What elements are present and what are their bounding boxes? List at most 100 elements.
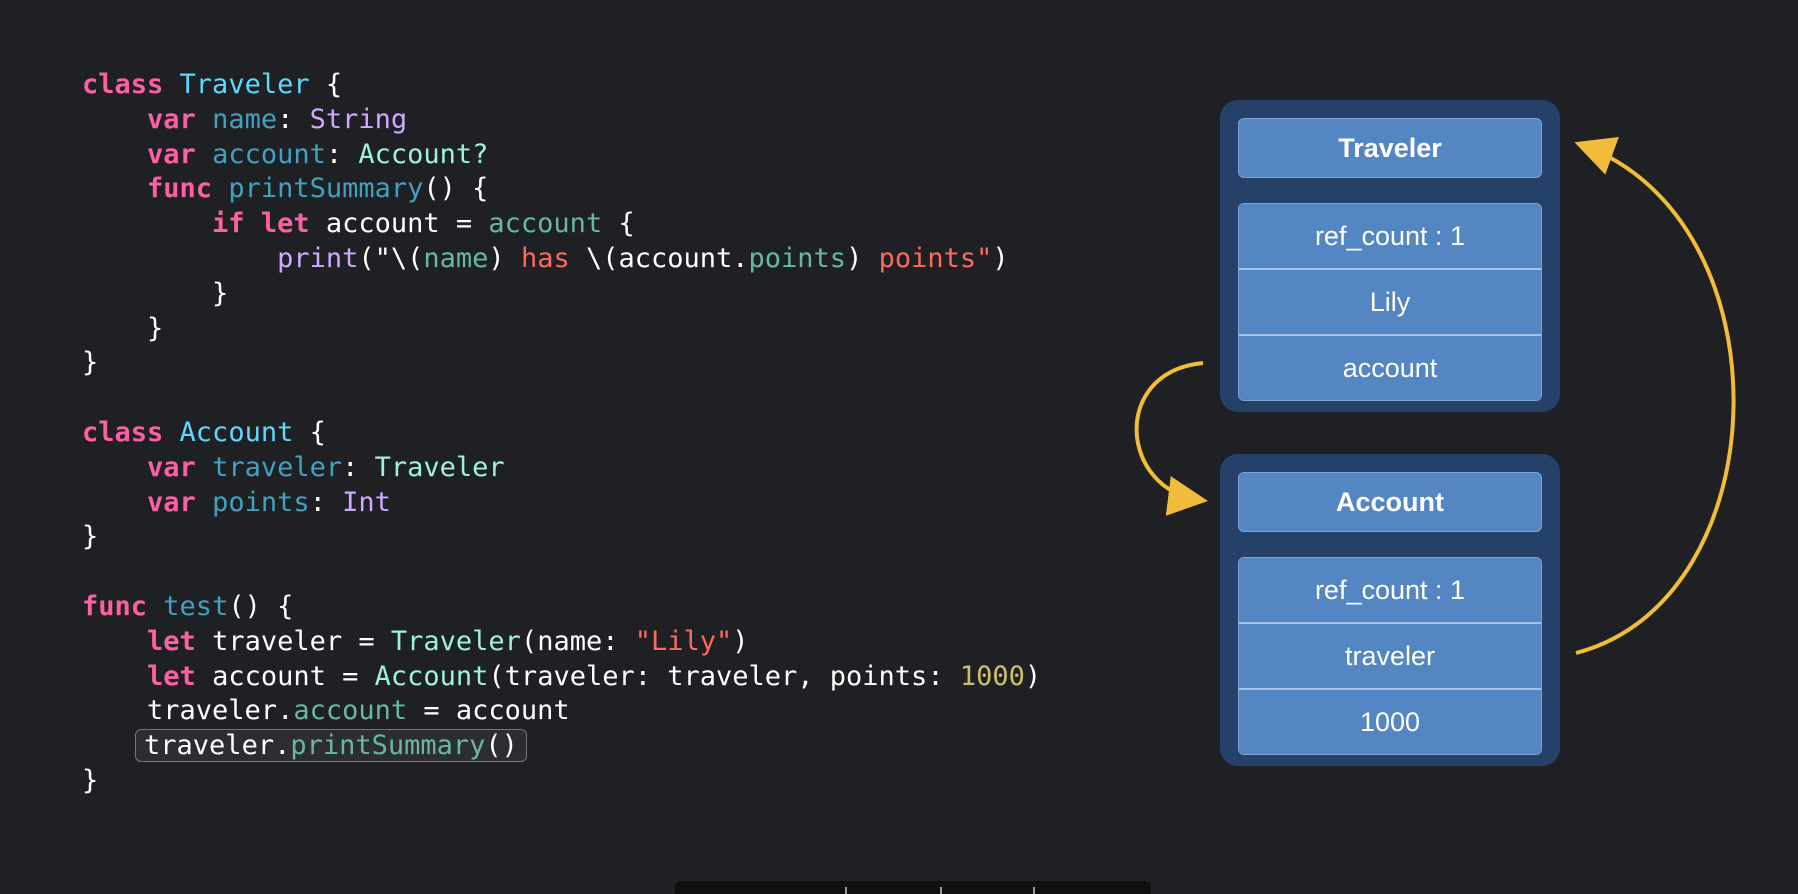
code-token: printSummary <box>228 173 424 205</box>
code-line: let traveler = Traveler(name: "Lily") <box>82 625 1041 660</box>
traveler-to-traveler-arrow <box>1574 137 1736 655</box>
traveler-ref-count: ref_count : 1 <box>1239 204 1541 268</box>
code-line: } <box>82 277 1041 312</box>
code-token: account <box>212 138 326 170</box>
code-token: Account <box>374 660 489 692</box>
code-token: account = <box>309 208 489 240</box>
code-token: test <box>163 590 229 622</box>
code-token: has <box>520 242 570 274</box>
code-token: () <box>485 730 518 762</box>
code-token: { <box>602 208 635 240</box>
code-line: traveler.printSummary() <box>82 729 1041 764</box>
code-line: var name: String <box>82 103 1041 138</box>
code-token: } <box>82 521 99 553</box>
code-token: name <box>212 103 278 135</box>
traveler-account-field: account <box>1239 334 1541 400</box>
code-token: ("\( <box>358 242 424 274</box>
traveler-title: Traveler <box>1238 118 1542 178</box>
account-traveler-field: traveler <box>1239 622 1541 688</box>
code-token: account = <box>195 660 375 692</box>
code-token: Traveler <box>390 625 521 657</box>
code-token: account <box>488 208 603 240</box>
code-line: class Traveler { <box>82 68 1041 103</box>
code-token: : <box>325 138 359 170</box>
code-token: ) <box>1024 660 1042 692</box>
code-line: func test() { <box>82 590 1041 625</box>
account-ref-count: ref_count : 1 <box>1239 558 1541 622</box>
code-token: points" <box>878 242 993 274</box>
code-token: = account <box>407 695 570 727</box>
code-token: Account? <box>358 138 489 170</box>
code-token: \(account. <box>569 242 749 274</box>
code-token: "Lily" <box>634 625 733 657</box>
code-line: func printSummary() { <box>82 172 1041 207</box>
bottom-toolbar <box>675 881 1151 894</box>
code-token: class <box>82 416 164 448</box>
code-token: String <box>309 103 408 135</box>
code-token: let <box>147 625 196 657</box>
account-object-panel: Account ref_count : 1 traveler 1000 <box>1220 454 1560 766</box>
code-token: Account <box>179 416 294 448</box>
code-token: } <box>82 312 164 344</box>
code-line: } <box>82 346 1041 381</box>
code-line: traveler.account = account <box>82 694 1041 729</box>
current-line-highlight: traveler.printSummary() <box>135 729 527 763</box>
code-token: name <box>423 242 489 274</box>
code-token: points <box>212 486 310 518</box>
code-token: { <box>293 416 326 448</box>
code-token: traveler = <box>195 625 391 657</box>
code-token: } <box>82 347 99 379</box>
code-line: if let account = account { <box>82 207 1041 242</box>
code-token: var <box>147 451 196 483</box>
code-token: Int <box>342 486 391 518</box>
traveler-object-panel: Traveler ref_count : 1 Lily account <box>1220 100 1560 412</box>
code-token: () { <box>228 590 294 622</box>
code-token: ) <box>732 625 749 657</box>
code-editor: class Traveler { var name: String var ac… <box>82 68 1041 799</box>
account-points-field: 1000 <box>1239 688 1541 754</box>
account-title: Account <box>1238 472 1542 532</box>
code-token: Traveler <box>179 69 310 100</box>
code-token: ) <box>846 242 879 274</box>
traveler-name-field: Lily <box>1239 268 1541 334</box>
code-token: class <box>82 69 164 100</box>
code-line: var account: Account? <box>82 138 1041 173</box>
code-token: : <box>342 451 375 483</box>
code-line: } <box>82 312 1041 347</box>
code-token: var <box>147 103 196 135</box>
code-line: let account = Account(traveler: traveler… <box>82 660 1041 695</box>
code-token: if let <box>212 208 310 240</box>
code-token: { <box>309 69 343 100</box>
code-token: (traveler: traveler, points: <box>488 660 960 692</box>
code-line: } <box>82 520 1041 555</box>
code-token: () { <box>423 173 489 205</box>
code-token: ) <box>992 242 1009 274</box>
code-token: var <box>147 486 196 518</box>
code-token: : <box>309 486 343 518</box>
code-token: (name: <box>520 625 635 657</box>
code-token: print <box>277 242 359 274</box>
account-to-account-arrow <box>1134 361 1208 516</box>
code-token: printSummary <box>290 730 486 762</box>
code-line: class Account { <box>82 416 1041 451</box>
code-token: traveler. <box>82 695 294 727</box>
code-token: traveler. <box>144 730 291 762</box>
code-token: traveler <box>212 451 343 483</box>
code-token: func <box>147 173 213 205</box>
code-token: Traveler <box>374 451 505 483</box>
code-line: print("\(name) has \(account.points) poi… <box>82 242 1041 277</box>
code-token: } <box>82 277 229 309</box>
code-token: ) <box>488 242 521 274</box>
code-token: 1000 <box>959 660 1025 692</box>
code-token: var <box>147 138 196 170</box>
code-token: let <box>147 660 196 692</box>
account-fields: ref_count : 1 traveler 1000 <box>1238 557 1542 755</box>
code-token: } <box>82 764 99 796</box>
code-line: var traveler: Traveler <box>82 451 1041 486</box>
code-token: func <box>82 590 148 622</box>
code-line: } <box>82 764 1041 799</box>
code-line: var points: Int <box>82 486 1041 521</box>
code-token: : <box>277 103 310 135</box>
code-token: points <box>748 242 847 274</box>
